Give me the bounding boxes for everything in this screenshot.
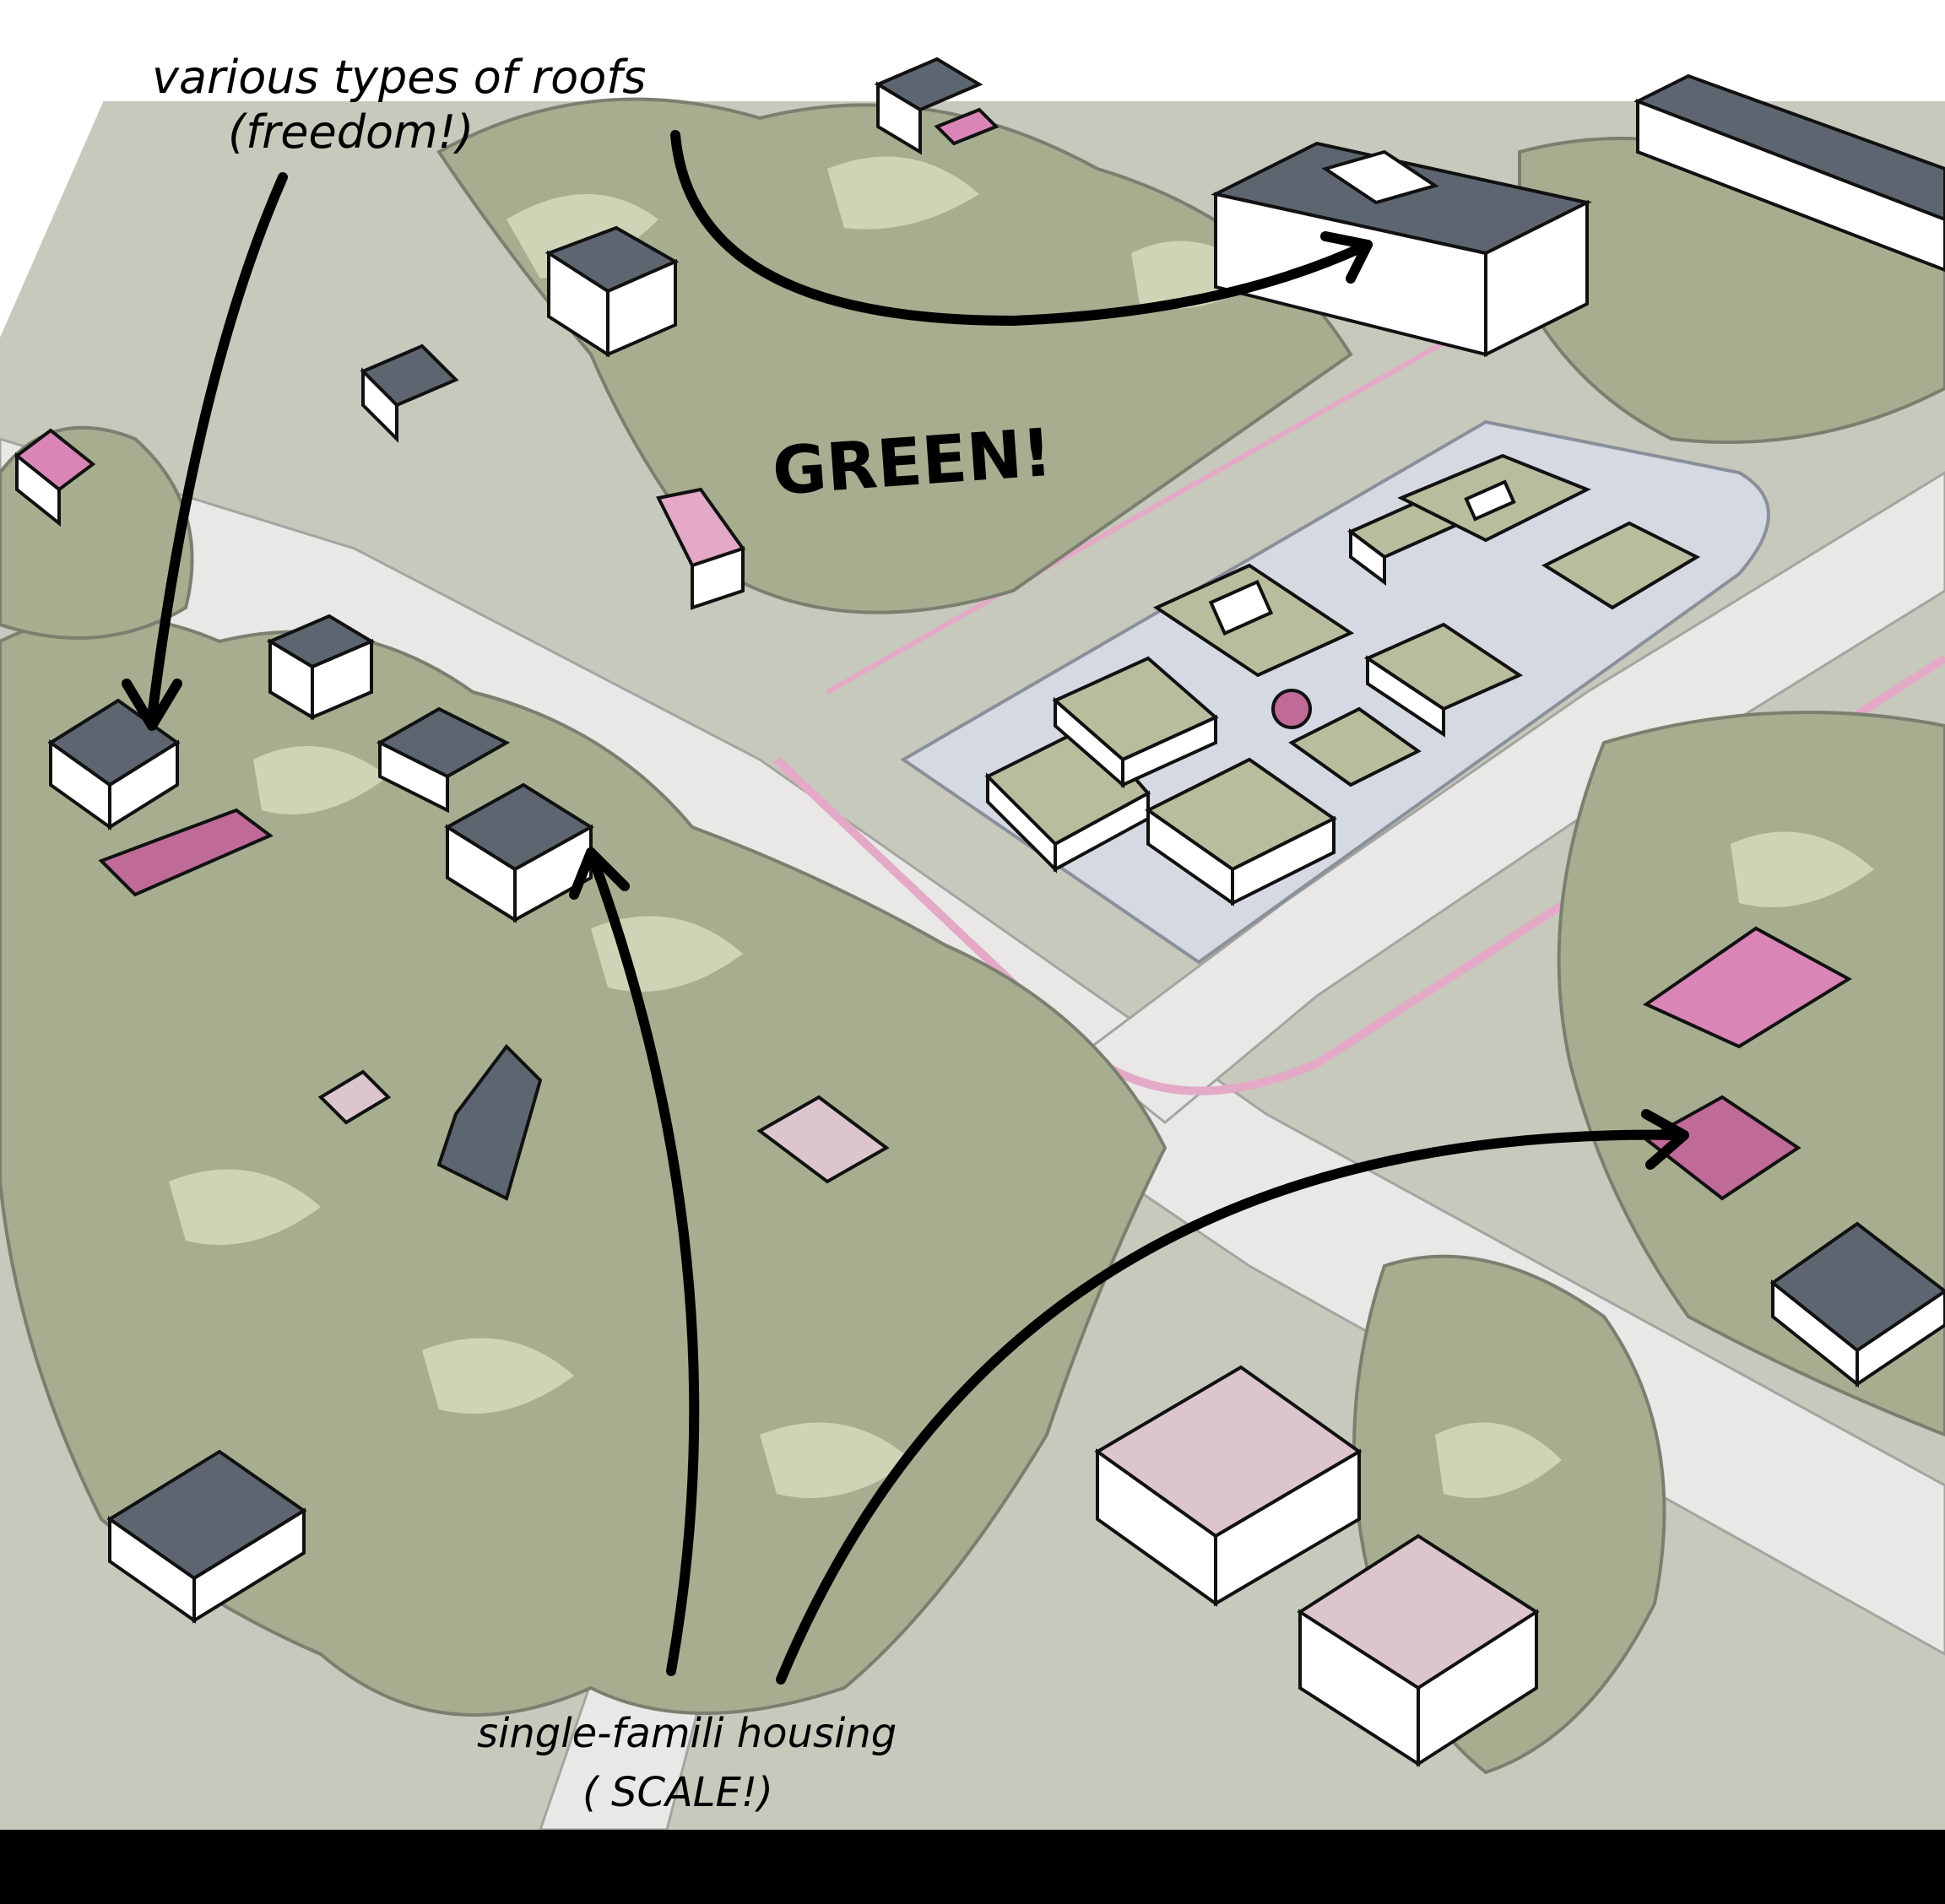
annotation-roofs-line1: various types of roofs [152,51,646,104]
annotation-housing-line2: ( SCALE!) [582,1769,773,1816]
annotation-roofs-line2: (freedom!) [228,105,474,159]
annotation-housing-line1: single-famili housing [477,1710,897,1757]
campus-tree-pink [1273,690,1310,728]
